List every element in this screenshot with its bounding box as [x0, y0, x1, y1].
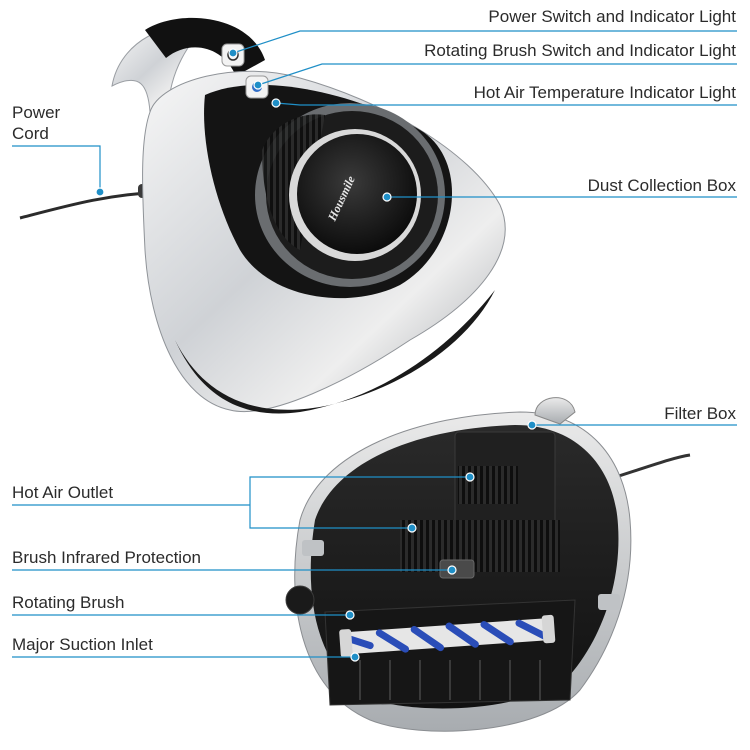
- bottom-vacuum-illustration: [285, 397, 691, 732]
- dot-rotating-brush: [253, 80, 263, 90]
- label-power-switch: Power Switch and Indicator Light: [488, 7, 736, 26]
- dot-dust-box: [382, 192, 392, 202]
- dot-infrared: [447, 565, 457, 575]
- leader-hot-air-temp: [275, 102, 737, 106]
- label-hot-air-outlet: Hot Air Outlet: [12, 483, 114, 502]
- top-vacuum-illustration: Housmile: [19, 17, 506, 414]
- dot-rotating-brush-bottom: [345, 610, 355, 620]
- dust-lid: [297, 134, 417, 254]
- label-filter-box: Filter Box: [664, 404, 736, 423]
- dot-filter-box: [527, 420, 537, 430]
- label-brush-infrared: Brush Infrared Protection: [12, 548, 201, 567]
- dot-power-switch: [228, 48, 238, 58]
- dot-suction-inlet: [350, 652, 360, 662]
- dot-hot-air-outlet-2: [407, 523, 417, 533]
- dot-power-cord: [95, 187, 105, 197]
- dot-hot-air-temp: [271, 98, 281, 108]
- rotating-brush-roll: [339, 614, 556, 658]
- dot-hot-air-outlet-1: [465, 472, 475, 482]
- leader-lines: [12, 30, 737, 658]
- infrared-window: [439, 559, 475, 579]
- leader-power-switch: [232, 30, 737, 54]
- bottom-handle-knob: [534, 397, 576, 425]
- label-rotating-brush-switch: Rotating Brush Switch and Indicator Ligh…: [424, 41, 736, 60]
- label-power-cord-line1: Power: [12, 103, 61, 122]
- left-wheel: [302, 540, 324, 556]
- hot-air-outlet-lower: [400, 520, 560, 572]
- leader-power-cord: [12, 145, 101, 192]
- right-wheel: [598, 594, 620, 610]
- label-hot-air-temp: Hot Air Temperature Indicator Light: [473, 83, 736, 102]
- leader-hot-air-outlet-bracket: [249, 476, 470, 529]
- leader-rotating-brush: [257, 63, 737, 86]
- label-dust-box: Dust Collection Box: [587, 176, 736, 195]
- label-rotating-brush: Rotating Brush: [12, 593, 125, 612]
- leader-dots: [95, 48, 537, 662]
- label-suction-inlet: Major Suction Inlet: [12, 635, 153, 654]
- inlet-ribs: [359, 660, 541, 700]
- label-power-cord-line2: Cord: [12, 124, 49, 143]
- hot-air-outlet-upper: [458, 466, 518, 504]
- round-cap: [285, 585, 315, 615]
